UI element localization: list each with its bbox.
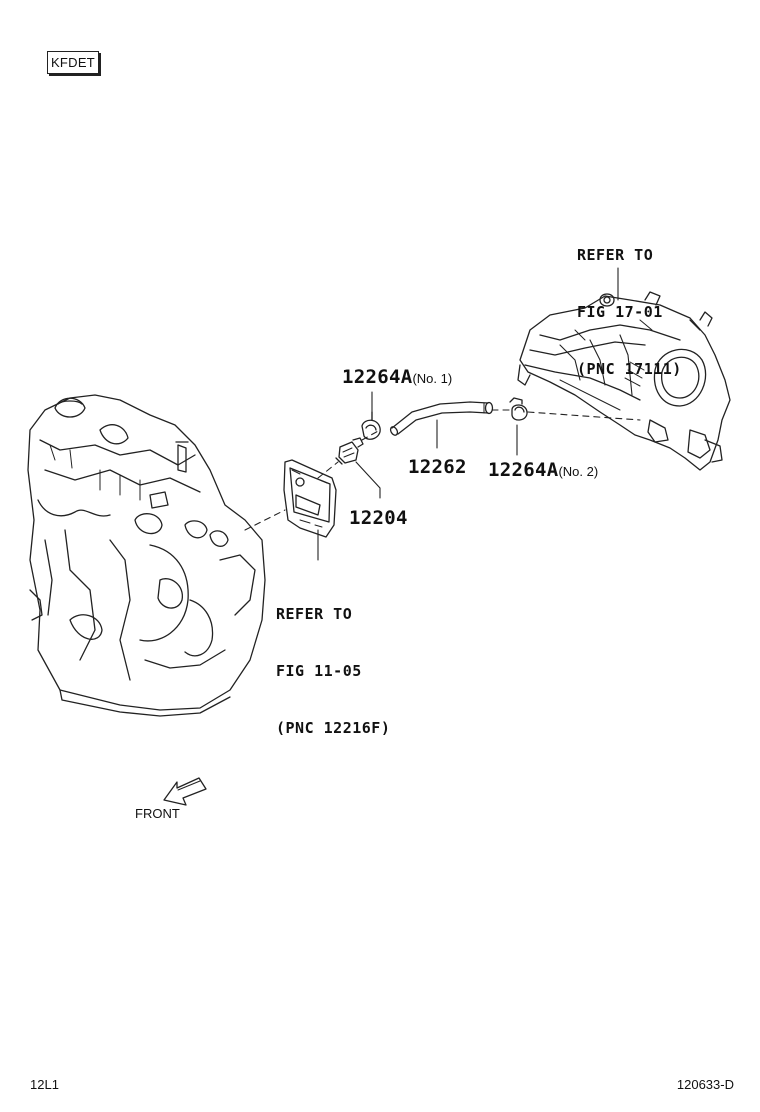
front-direction-arrow-icon — [163, 777, 207, 806]
front-label: FRONT — [135, 806, 180, 821]
intake-manifold-illustration — [517, 291, 731, 471]
part-label-hose[interactable]: 12262 — [408, 456, 467, 478]
part-number-clip-no2: 12264A — [488, 459, 559, 481]
refer-cover-line-3: (PNC 12216F) — [276, 719, 391, 737]
refer-intake-line-2: FIG 17-01 — [577, 303, 663, 321]
refer-intake-line-3: (PNC 17111) — [577, 360, 682, 378]
refer-cover-callout: REFER TO FIG 11-05 (PNC 12216F) — [276, 567, 390, 776]
part-suffix-clip-no2: (No. 2) — [558, 464, 599, 479]
callout-leader-lines — [317, 267, 619, 561]
hose-clip-no1-illustration — [361, 411, 381, 440]
part-number-clip-no1: 12264A — [342, 366, 413, 388]
hose-clip-no2-illustration — [509, 397, 528, 421]
engine-block-illustration — [27, 394, 266, 717]
part-number-pcv-valve: 12204 — [349, 507, 408, 529]
part-label-clip-no2[interactable]: 12264A(No. 2) — [488, 459, 598, 481]
footer-figure-code: 12L1 — [30, 1077, 59, 1092]
part-number-hose: 12262 — [408, 456, 467, 478]
engine-code-badge: KFDET — [47, 51, 99, 74]
assembly-dashed-lines — [244, 409, 641, 531]
pcv-valve-illustration — [335, 437, 364, 465]
part-suffix-clip-no1: (No. 1) — [412, 371, 453, 386]
refer-intake-line-1: REFER TO — [577, 246, 654, 264]
refer-cover-line-2: FIG 11-05 — [276, 662, 362, 680]
part-label-pcv-valve[interactable]: 12204 — [349, 507, 408, 529]
part-label-clip-no1[interactable]: 12264A(No. 1) — [342, 366, 452, 388]
engine-cover-plate-illustration — [283, 459, 337, 538]
refer-cover-line-1: REFER TO — [276, 605, 353, 623]
refer-intake-manifold-callout: REFER TO FIG 17-01 (PNC 17111) — [577, 208, 682, 417]
footer-illustration-id: 120633-D — [676, 1077, 734, 1092]
ventilation-hose-illustration — [389, 401, 494, 436]
